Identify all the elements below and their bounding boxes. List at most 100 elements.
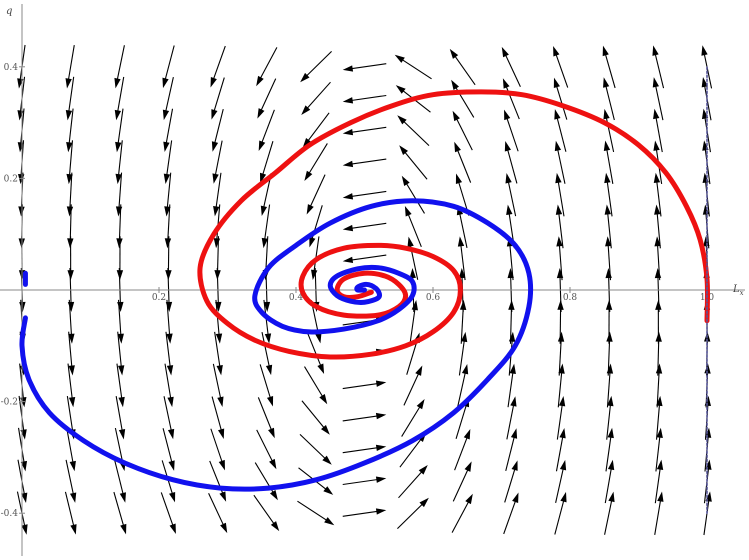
field-arrow-shaft [656, 369, 660, 408]
field-arrow-shaft [605, 146, 614, 184]
field-arrow-shaft [304, 81, 331, 111]
field-arrow-shaft [455, 402, 468, 439]
field-arrow [506, 396, 517, 440]
field-arrow [210, 45, 226, 88]
field-arrow-shaft [503, 52, 521, 87]
field-arrow-head [415, 365, 423, 376]
field-arrow [342, 444, 387, 454]
field-arrow-shaft [509, 305, 513, 344]
field-arrow-shaft [308, 174, 326, 210]
field-arrow-head [315, 332, 322, 344]
field-arrow [65, 459, 77, 503]
field-arrow-head [702, 172, 709, 183]
field-arrow-head [401, 175, 410, 186]
field-arrow-head [264, 333, 272, 344]
y-axis-label: q [6, 6, 12, 17]
field-arrow-head [165, 270, 172, 281]
field-arrow-head [317, 363, 325, 375]
field-arrow-shaft [115, 396, 124, 434]
field-arrow-head [375, 412, 387, 420]
field-arrow-head [304, 170, 313, 181]
field-arrow-shaft [555, 83, 568, 120]
field-arrow-head [511, 460, 518, 471]
field-arrow-head [654, 204, 661, 215]
field-arrow-shaft [555, 465, 565, 503]
field-arrow [457, 236, 466, 281]
field-arrow [117, 331, 125, 376]
field-arrow-shaft [606, 369, 611, 408]
field-arrow-head [652, 45, 659, 56]
field-arrow [17, 459, 28, 504]
field-arrow-shaft [253, 494, 277, 527]
field-arrow-head [457, 236, 465, 247]
field-arrow-shaft [555, 433, 564, 472]
field-arrow-shaft [213, 108, 224, 147]
x-tick-label: 0.8 [563, 293, 578, 303]
field-arrow [306, 174, 326, 215]
field-arrow-shaft [214, 140, 223, 179]
field-arrow-head [218, 459, 225, 471]
field-arrow [553, 77, 568, 120]
field-arrow-head [67, 238, 74, 249]
field-arrow [655, 427, 663, 472]
field-arrow-head [409, 268, 416, 279]
field-arrow-shaft [655, 178, 662, 217]
field-arrow [256, 429, 277, 470]
field-arrow-head [653, 172, 661, 184]
field-arrow-head [270, 521, 280, 532]
field-arrow-shaft [260, 109, 275, 146]
field-arrow [261, 204, 271, 249]
field-arrow-head [653, 108, 660, 120]
field-arrow [256, 47, 278, 87]
field-arrow-shaft [116, 45, 125, 83]
field-arrow [342, 190, 387, 200]
field-arrow-head [553, 46, 560, 57]
field-arrow-head [657, 491, 664, 502]
field-arrow-head [164, 238, 172, 249]
field-arrow [605, 427, 614, 472]
field-arrow [504, 460, 518, 503]
field-arrow-head [211, 141, 219, 152]
field-arrow-shaft [657, 337, 660, 376]
field-arrow [211, 108, 224, 152]
field-arrow [342, 254, 387, 264]
field-arrow-shaft [406, 338, 419, 375]
field-arrow [603, 108, 615, 153]
field-arrow-head [217, 396, 224, 407]
x-axis-label: Lx [732, 284, 744, 297]
field-arrow [654, 491, 664, 535]
field-arrow-shaft [399, 436, 424, 468]
field-arrow-head [115, 173, 122, 185]
field-arrow [114, 76, 125, 121]
field-arrow [304, 366, 328, 405]
field-arrow [115, 396, 126, 440]
field-arrow-shaft [117, 331, 123, 370]
field-arrow-head [268, 427, 275, 439]
field-arrow-head [164, 206, 171, 217]
field-arrow [212, 363, 224, 407]
field-arrow-head [115, 141, 122, 153]
field-arrow-shaft [68, 140, 74, 179]
field-arrow-head [67, 270, 74, 281]
field-arrow [304, 143, 328, 181]
field-arrow-head [320, 425, 330, 435]
field-arrow-shaft [703, 51, 713, 89]
field-arrow-head [501, 46, 509, 58]
field-arrow-shaft [256, 429, 275, 465]
field-arrow [300, 51, 332, 83]
field-arrow-shaft [166, 172, 172, 211]
field-arrow-head [652, 77, 660, 88]
field-arrow-shaft [165, 331, 172, 370]
field-arrow-shaft [313, 236, 320, 275]
field-arrow-head [656, 427, 663, 439]
field-arrow-shaft [654, 497, 662, 535]
field-arrow-head [404, 205, 412, 217]
field-arrow [66, 172, 74, 217]
field-arrow-shaft [163, 45, 175, 83]
field-arrow [214, 331, 223, 376]
field-arrow [210, 428, 225, 471]
field-arrow-shaft [451, 498, 471, 533]
field-arrow [342, 508, 387, 517]
field-arrow-head [117, 301, 124, 312]
field-arrow-head [510, 428, 518, 439]
